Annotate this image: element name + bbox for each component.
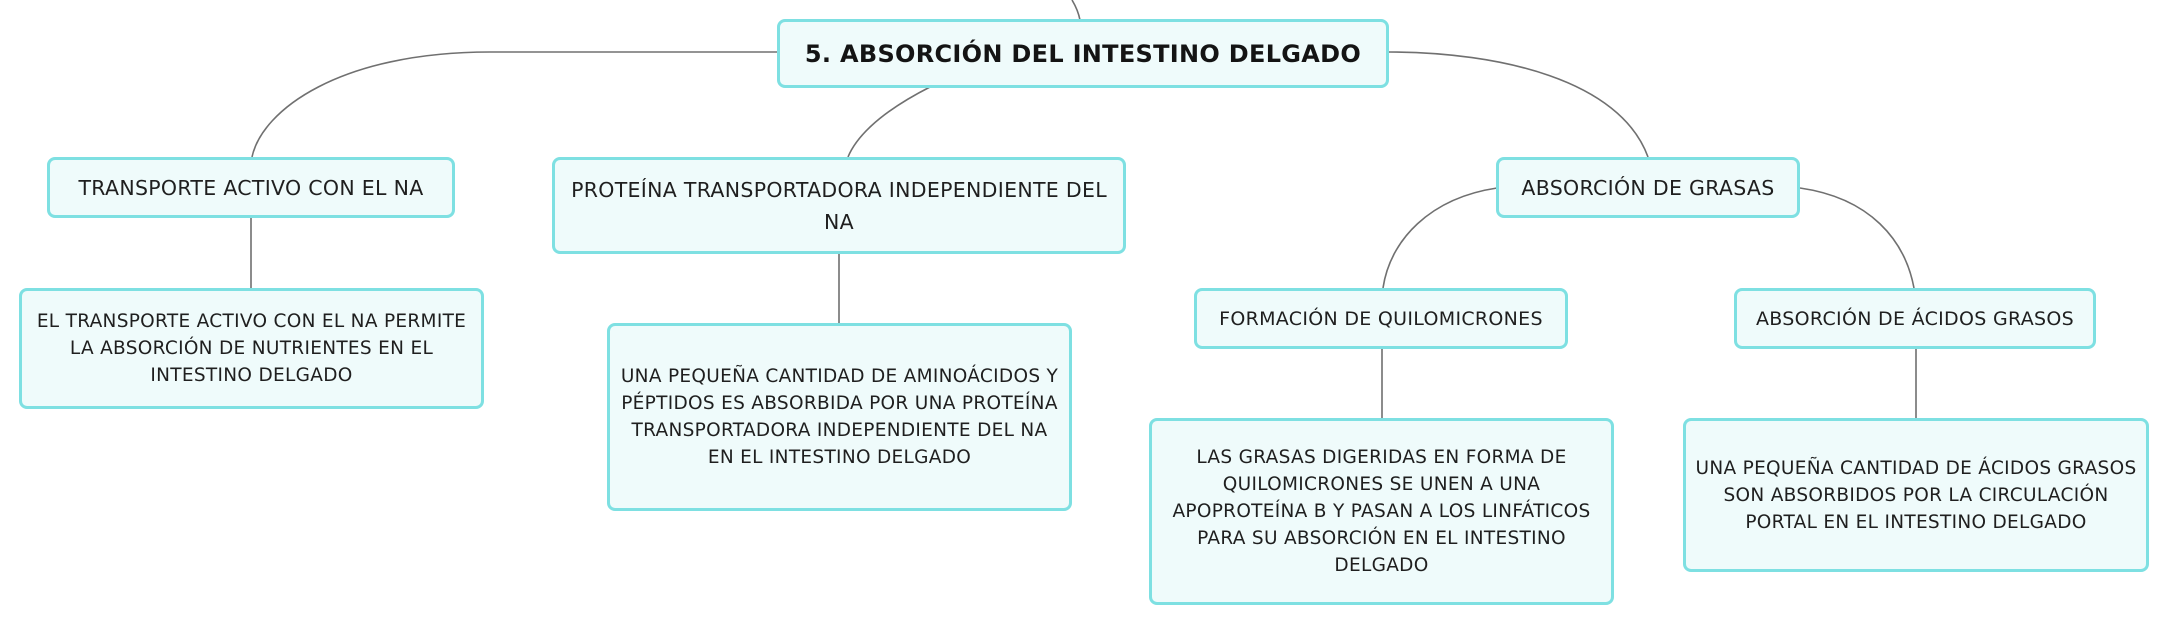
subbranch-label: ABSORCIÓN DE ÁCIDOS GRASOS xyxy=(1756,307,2074,330)
connector-root-branch-2 xyxy=(847,86,931,158)
detail-text: UNA PEQUEÑA CANTIDAD DE AMINOÁCIDOS Y PÉ… xyxy=(620,366,1059,468)
root-topic-label: 5. ABSORCIÓN DEL INTESTINO DELGADO xyxy=(804,39,1362,68)
branch-proteina-transportadora[interactable]: PROTEÍNA TRANSPORTADORA INDEPENDIENTE DE… xyxy=(552,157,1126,254)
branch-absorcion-grasas[interactable]: ABSORCIÓN DE GRASAS xyxy=(1496,157,1800,218)
connector-root-branch-3 xyxy=(1387,51,1649,158)
detail-text: EL TRANSPORTE ACTIVO CON EL NA PERMITE L… xyxy=(36,311,467,386)
connector-branch-3-child-2 xyxy=(1799,187,1915,289)
branch-transporte-activo[interactable]: TRANSPORTE ACTIVO CON EL NA xyxy=(47,157,455,218)
detail-absorcion-acidos-grasos[interactable]: UNA PEQUEÑA CANTIDAD DE ÁCIDOS GRASOS SO… xyxy=(1683,418,2149,572)
detail-text: LAS GRASAS DIGERIDAS EN FORMA DE QUILOMI… xyxy=(1172,447,1591,576)
root-topic[interactable]: 5. ABSORCIÓN DEL INTESTINO DELGADO xyxy=(777,19,1389,88)
subbranch-formacion-quilomicrones[interactable]: FORMACIÓN DE QUILOMICRONES xyxy=(1194,288,1568,349)
connector-root-branch-1 xyxy=(251,51,777,158)
branch-label: TRANSPORTE ACTIVO CON EL NA xyxy=(78,175,424,200)
branch-label: PROTEÍNA TRANSPORTADORA INDEPENDIENTE DE… xyxy=(571,177,1107,234)
connector-branch-3-child-1 xyxy=(1382,187,1498,289)
detail-transporte-activo[interactable]: EL TRANSPORTE ACTIVO CON EL NA PERMITE L… xyxy=(19,288,484,409)
subbranch-label: FORMACIÓN DE QUILOMICRONES xyxy=(1219,307,1543,330)
detail-text: UNA PEQUEÑA CANTIDAD DE ÁCIDOS GRASOS SO… xyxy=(1695,457,2137,533)
branch-label: ABSORCIÓN DE GRASAS xyxy=(1521,175,1775,200)
detail-formacion-quilomicrones[interactable]: LAS GRASAS DIGERIDAS EN FORMA DE QUILOMI… xyxy=(1149,418,1614,605)
detail-proteina-transportadora[interactable]: UNA PEQUEÑA CANTIDAD DE AMINOÁCIDOS Y PÉ… xyxy=(607,323,1072,511)
subbranch-absorcion-acidos-grasos[interactable]: ABSORCIÓN DE ÁCIDOS GRASOS xyxy=(1734,288,2096,349)
connector-root-parent xyxy=(1071,0,1081,21)
